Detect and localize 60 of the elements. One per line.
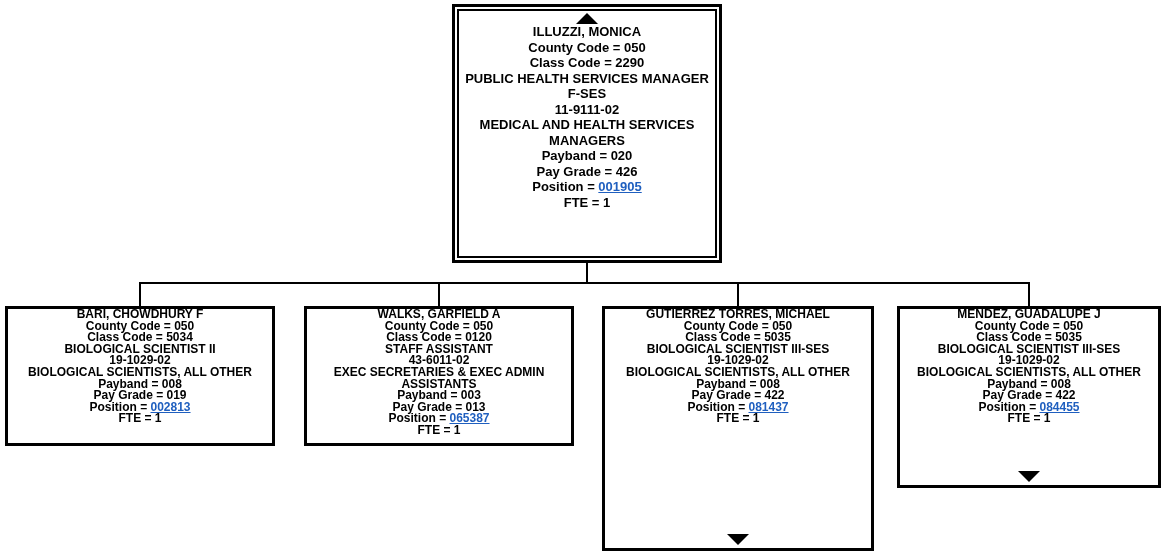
info-text: Class Code = 5035: [685, 332, 792, 344]
info-text: Pay Grade = 019: [93, 390, 187, 402]
position-text: Position = 065387: [387, 413, 491, 425]
info-text: Class Code = 5034: [87, 332, 193, 344]
info-text: Payband = 008: [696, 378, 780, 391]
position-text: Position = 081437: [686, 401, 790, 414]
info-text: County Code = 050: [682, 320, 794, 333]
position-link: 065387: [449, 411, 490, 426]
position-text: Position = 001905: [531, 179, 643, 195]
position-link: 084455: [1039, 399, 1080, 414]
position-link: 081437: [748, 399, 789, 414]
info-text: 43-6011-02: [408, 355, 470, 367]
info-text: FTE = 1: [1006, 413, 1052, 425]
info-text: Class Code = 0120: [386, 332, 492, 344]
info-text: BIOLOGICAL SCIENTIST III-SES: [936, 343, 1122, 356]
info-text: MEDICAL AND HEALTH SERVICES MANAGERS: [478, 117, 696, 148]
info-text: Pay Grade = 422: [691, 390, 785, 402]
info-text: FTE = 1: [416, 424, 462, 437]
info-text: Payband = 020: [540, 148, 634, 164]
info-text: County Code = 050: [384, 320, 495, 333]
info-text: Pay Grade = 013: [392, 401, 486, 414]
info-text: Class Code = 2290: [528, 55, 646, 71]
info-text: Pay Grade = 422: [982, 390, 1076, 402]
info-text: BIOLOGICAL SCIENTISTS, ALL OTHER: [625, 366, 851, 379]
info-text: ILLUZZI, MONICA: [531, 24, 643, 40]
info-text: FTE = 1: [117, 413, 163, 425]
info-text: Payband = 008: [987, 378, 1071, 391]
info-text: BIOLOGICAL SCIENTIST III-SES: [645, 343, 831, 356]
info-text: Payband = 008: [98, 378, 182, 391]
info-text: EXEC SECRETARIES & EXEC ADMIN ASSISTANTS: [332, 366, 546, 391]
info-text: 11-9111-02: [553, 101, 621, 117]
info-text: Payband = 003: [397, 390, 481, 402]
info-text: FTE = 1: [562, 194, 612, 210]
info-text: County Code = 050: [527, 39, 647, 55]
employee-card: [5, 306, 275, 446]
info-text: County Code = 050: [85, 320, 196, 333]
position-text: Position = 084455: [977, 401, 1081, 414]
employee-card: [602, 306, 874, 551]
info-text: BIOLOGICAL SCIENTIST II: [63, 343, 217, 356]
info-text: 19-1029-02: [109, 355, 171, 367]
info-text: PUBLIC HEALTH SERVICES MANAGER F-SES: [464, 70, 710, 102]
employee-card: [304, 306, 574, 446]
info-text: County Code = 050: [974, 320, 1085, 333]
employee-card: [897, 306, 1161, 488]
info-text: Class Code = 5035: [976, 332, 1083, 344]
info-text: 19-1029-02: [998, 355, 1060, 367]
info-text: BIOLOGICAL SCIENTISTS, ALL OTHER: [27, 366, 253, 379]
info-text: 19-1029-02: [707, 355, 769, 367]
info-text: GUTIERREZ TORRES, MICHAEL: [645, 309, 831, 321]
info-text: BARI, CHOWDHURY F: [75, 309, 205, 321]
info-text: BIOLOGICAL SCIENTISTS, ALL OTHER: [916, 366, 1142, 379]
employee-card: [452, 4, 722, 263]
position-text: Position = 002813: [88, 401, 192, 414]
position-link: 001905: [598, 179, 642, 194]
info-text: FTE = 1: [715, 413, 761, 425]
position-link: 002813: [150, 399, 191, 414]
info-text: WALKS, GARFIELD A: [376, 309, 502, 321]
info-text: MENDEZ, GUADALUPE J: [956, 309, 1102, 321]
info-text: Pay Grade = 426: [535, 163, 639, 179]
info-text: STAFF ASSISTANT: [384, 343, 494, 356]
